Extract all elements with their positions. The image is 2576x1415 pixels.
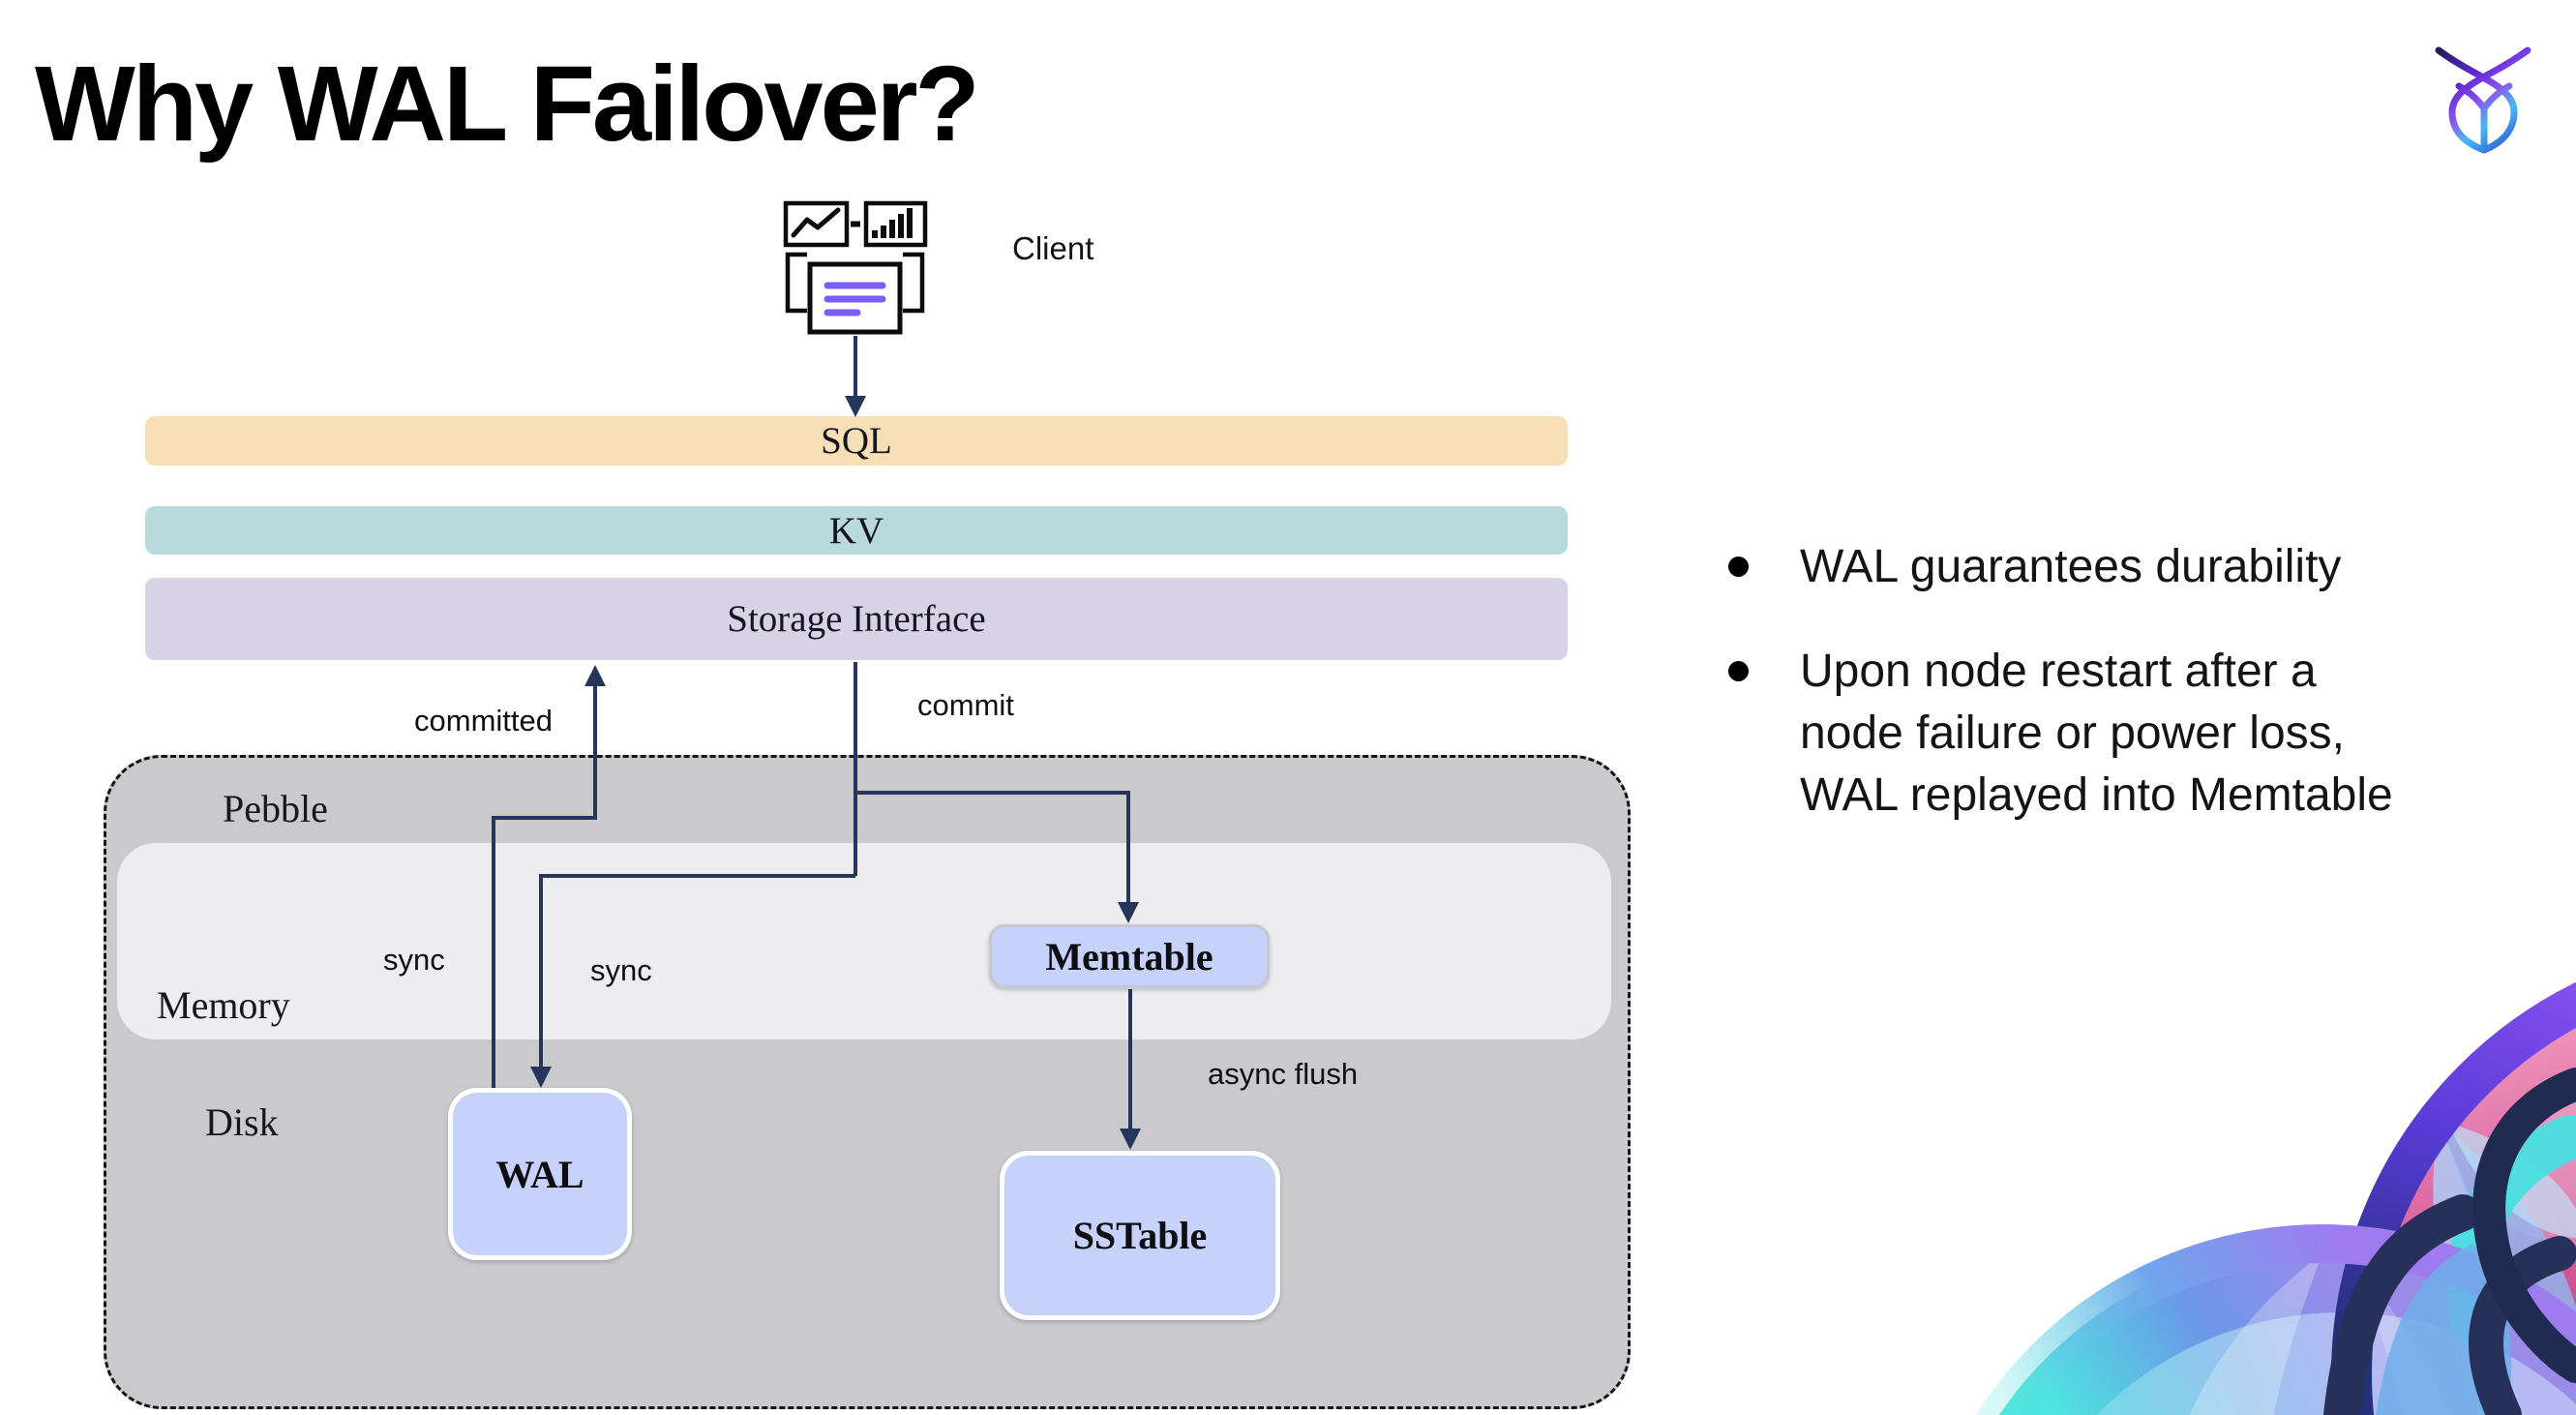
commit-edge-label: commit (917, 688, 1014, 722)
memtable-node-label: Memtable (1045, 934, 1213, 978)
sync-left-edge-label: sync (383, 943, 445, 977)
committed-edge-label: committed (414, 704, 553, 738)
art-navy-curve (2469, 1236, 2576, 1415)
bullet-line: node failure or power loss, (1800, 708, 2345, 759)
async-flush-edge-label: async flush (1208, 1057, 1359, 1091)
bullet-line: WAL guarantees durability (1800, 541, 2342, 592)
bullet-dot (1728, 557, 1749, 577)
right-bracket-icon (903, 252, 925, 314)
kv-layer-bar: KV (145, 506, 1568, 555)
client-label: Client (1012, 230, 1094, 266)
wal-node: WAL (448, 1088, 632, 1260)
sstable-node-label: SSTable (1072, 1214, 1208, 1257)
art-blue-rim (1976, 1224, 2576, 1415)
document-icon (807, 261, 903, 335)
sql-layer-label: SQL (821, 420, 892, 462)
kv-layer-label: KV (828, 509, 884, 552)
bullet-item: Upon node restart after a node failure o… (1800, 641, 2393, 827)
sstable-node: SSTable (1000, 1151, 1280, 1320)
storage-interface-label: Storage Interface (727, 598, 986, 640)
wal-node-label: WAL (495, 1152, 584, 1196)
brand-art (1976, 981, 2576, 1415)
left-bracket-icon (785, 252, 807, 314)
bullet-dot (1728, 661, 1749, 681)
pebble-label: Pebble (223, 787, 328, 830)
arrowhead-committed (584, 665, 606, 686)
bullet-item: WAL guarantees durability (1800, 536, 2341, 598)
slide-title: Why WAL Failover? (35, 45, 980, 164)
sql-layer-bar: SQL (145, 416, 1568, 466)
memory-band (117, 843, 1611, 1039)
art-wedge (2189, 1253, 2322, 1415)
arrowhead-client (845, 396, 866, 417)
client-icon (783, 200, 928, 335)
art-navy-curve (2323, 1194, 2481, 1415)
disk-label: Disk (205, 1100, 279, 1144)
bullet-line: Upon node restart after a (1800, 646, 2317, 697)
line-chart-icon (783, 200, 850, 248)
bar-chart-icon (863, 200, 928, 248)
sync-right-edge-label: sync (590, 953, 652, 987)
memtable-node: Memtable (989, 924, 1270, 988)
memory-label: Memory (157, 983, 290, 1027)
storage-interface-layer-bar: Storage Interface (145, 578, 1568, 660)
bullet-line: WAL replayed into Memtable (1800, 769, 2393, 821)
art-navy-curve (2472, 1068, 2576, 1383)
cockroachdb-logo-icon (2435, 46, 2531, 154)
